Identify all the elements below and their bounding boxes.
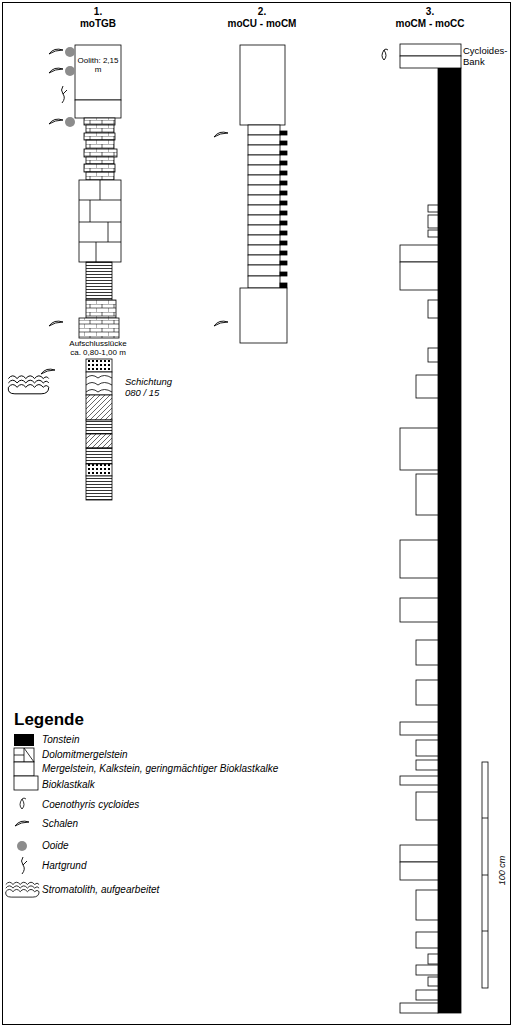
legend-text: Tonstein	[42, 734, 79, 746]
legend-icons	[6, 821, 39, 897]
column-number: 2.	[222, 6, 302, 17]
column-unit: moCM - moCC	[380, 18, 480, 29]
gap-note: Aufschlusslücke ca. 0,80-1,00 m	[63, 339, 133, 357]
column-unit: moCU - moCM	[212, 18, 312, 29]
legend-text: Ooide	[42, 840, 69, 852]
legend-text: Hartgrund	[42, 860, 86, 872]
legend-text: Mergelstein, Kalkstein, geringmächtiger …	[42, 763, 278, 775]
scale-bar	[482, 762, 488, 988]
legend-text: Stromatolith, aufgearbeitet	[42, 884, 159, 896]
column-unit: moTGB	[58, 18, 138, 29]
legend-swatch	[14, 734, 34, 746]
column-number: 3.	[390, 6, 470, 17]
bed-name: Cycloides-Bank	[463, 45, 509, 67]
column-3-symbols	[382, 49, 388, 60]
legend-text: Dolomitmergelstein	[42, 749, 128, 761]
column-3	[400, 44, 461, 1013]
column-1	[75, 45, 121, 500]
column-2-symbols	[214, 132, 228, 326]
legend-text: Coenothyris cycloides	[42, 799, 139, 811]
legend-text: Bioklastkalk	[42, 779, 95, 791]
legend-swatch	[17, 841, 27, 851]
frame	[3, 3, 511, 1025]
bed-note: Oolith: 2,15 m	[77, 56, 119, 74]
legend-text: Schalen	[42, 818, 78, 830]
column-1-symbols	[8, 47, 75, 394]
legend-title: Legende	[14, 710, 134, 730]
bedding-note: Schichtung 080 / 15	[125, 376, 183, 398]
column-number: 1.	[58, 6, 138, 17]
legend-symbols	[14, 748, 38, 809]
scale-label: 100 cm	[497, 851, 508, 891]
column-2	[240, 45, 287, 343]
